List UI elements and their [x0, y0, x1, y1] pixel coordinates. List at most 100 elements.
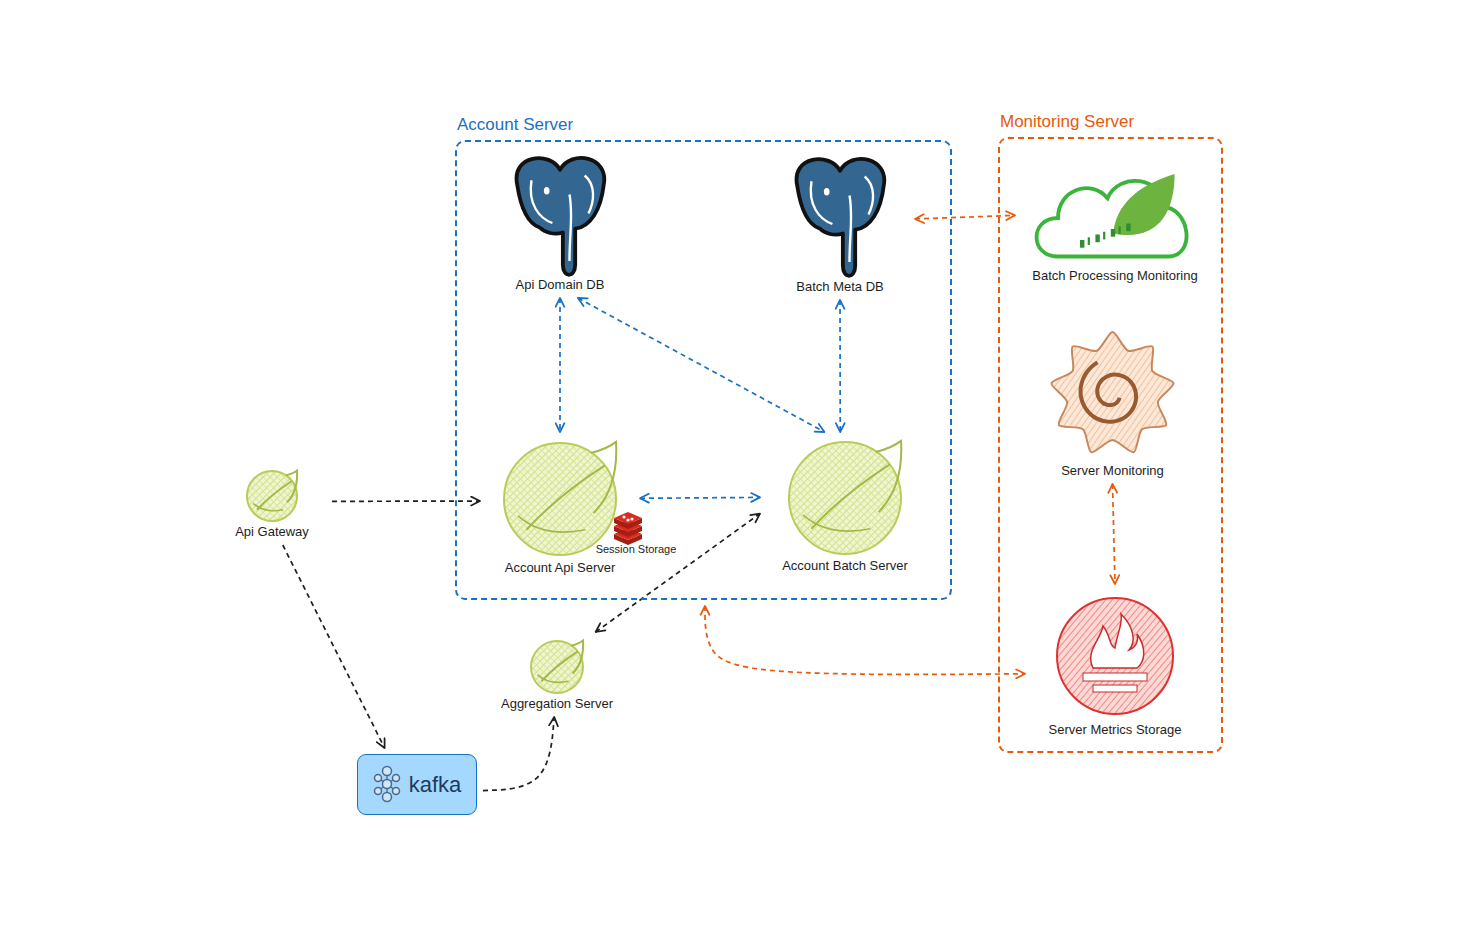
node-label: Batch Meta DB [771, 279, 909, 294]
node-label: Server Monitoring [1026, 463, 1199, 478]
cloud-bit [1080, 240, 1084, 248]
cloud-bit [1119, 226, 1121, 234]
server-group: Account ServerApi Domain DBBatch Meta DB… [455, 140, 952, 600]
prom-icon [1035, 590, 1195, 722]
node-label: Batch Processing Monitoring [1021, 268, 1209, 283]
service-node: Session Storage [586, 505, 686, 555]
connector-arrow [640, 497, 760, 500]
connector-arrow [1113, 484, 1116, 584]
spring-leaf-edge [803, 515, 870, 531]
service-node: Batch Meta DB [771, 155, 909, 294]
connector-arrow [839, 300, 841, 432]
spring-icon [490, 438, 630, 560]
connector-arrow [483, 717, 554, 791]
connector-arrow [596, 514, 760, 632]
group-heading: Account Server [457, 115, 573, 135]
cloud-icon [1025, 160, 1205, 268]
spring-leaf-tip [286, 471, 297, 503]
service-node: Server Metrics Storage [1031, 590, 1199, 737]
elephant-cheek [585, 176, 593, 214]
grafana-spiral [1081, 362, 1137, 421]
grafana-icon [1030, 325, 1195, 463]
kafka-logo [373, 764, 403, 806]
spring-disc [789, 442, 901, 554]
spring-leaf-edge [538, 675, 569, 683]
cloud-bit [1095, 235, 1099, 243]
spring-leaf-edge [253, 504, 283, 511]
kafka-node-dot [374, 787, 381, 794]
cloud-bit [1088, 237, 1090, 245]
cloud-leaf [1113, 174, 1175, 235]
kafka-node-dot [382, 779, 391, 788]
service-node: Batch Processing Monitoring [1021, 160, 1209, 283]
spring-leaf-tip [571, 640, 583, 673]
postgres-elephant [797, 159, 885, 276]
node-label: Account Api Server [486, 560, 634, 575]
kafka-node-dot [392, 774, 399, 781]
elephant-eye [544, 187, 550, 195]
connector-arrow [705, 606, 1025, 674]
queue-label: kafka [409, 772, 462, 798]
kafka-icon [374, 766, 399, 801]
spring-leaf-vein [811, 464, 889, 528]
spring-icon [222, 468, 322, 524]
kafka-node-dot [382, 792, 391, 801]
elephant-body [797, 159, 885, 276]
prometheus-flame [1091, 614, 1144, 668]
postgres-elephant [517, 158, 605, 275]
kafka-node-dot [374, 774, 381, 781]
node-label: Aggregation Server [488, 696, 626, 711]
prometheus-disc [1057, 598, 1173, 714]
service-node: Api Domain DB [491, 155, 629, 292]
elephant-cheek [865, 177, 873, 215]
prometheus-bar [1093, 685, 1137, 692]
spring-icon [492, 638, 622, 696]
node-label: Account Batch Server [766, 558, 924, 573]
connector-arrow [915, 215, 1015, 219]
kafka-node-dot [382, 766, 391, 775]
spring-leaf-tip [876, 441, 901, 512]
server-group: Monitoring ServerBatch Processing Monito… [998, 137, 1223, 753]
connector-arrow [578, 298, 825, 432]
cloud-bit [1111, 229, 1115, 237]
redis-dot [630, 517, 633, 520]
grafana-gear [1051, 332, 1173, 452]
spring-disc [247, 471, 297, 521]
node-label: Server Metrics Storage [1031, 722, 1199, 737]
node-label: Api Domain DB [491, 277, 629, 292]
redis-dot [622, 515, 625, 518]
cloud-bit [1126, 224, 1130, 232]
spring-cloud-logo [1037, 174, 1187, 257]
pg-icon [775, 155, 905, 279]
elephant-body [517, 158, 605, 275]
redis-icon [590, 505, 682, 543]
spring-leaf-edge [518, 516, 585, 532]
redis-top [614, 512, 642, 524]
connector-arrow [559, 298, 561, 432]
elephant-ear [811, 181, 833, 224]
group-heading: Monitoring Server [1000, 112, 1134, 132]
redis-cube [614, 512, 642, 545]
redis-dot [626, 518, 629, 521]
spring-disc [504, 443, 616, 555]
elephant-trunk [850, 196, 852, 263]
connector-arrow [332, 500, 480, 502]
node-label: Api Gateway [218, 524, 326, 539]
prometheus-bar [1083, 673, 1147, 681]
service-node: Server Monitoring [1026, 325, 1199, 478]
spring-leaf-vein [257, 481, 292, 510]
node-label: Session Storage [586, 543, 686, 555]
spring-disc [531, 641, 583, 693]
elephant-trunk [570, 195, 572, 262]
queue-box: kafka [357, 754, 477, 815]
service-node: Aggregation Server [488, 638, 626, 711]
spring-leaf-vein [526, 465, 604, 529]
kafka-node-dot [392, 787, 399, 794]
service-node: Api Gateway [218, 468, 326, 539]
cloud-bit [1103, 232, 1105, 240]
spring-icon [770, 438, 920, 558]
spring-leaf-vein [541, 651, 577, 681]
spring-leaf-tip [591, 442, 616, 513]
elephant-ear [531, 180, 553, 223]
